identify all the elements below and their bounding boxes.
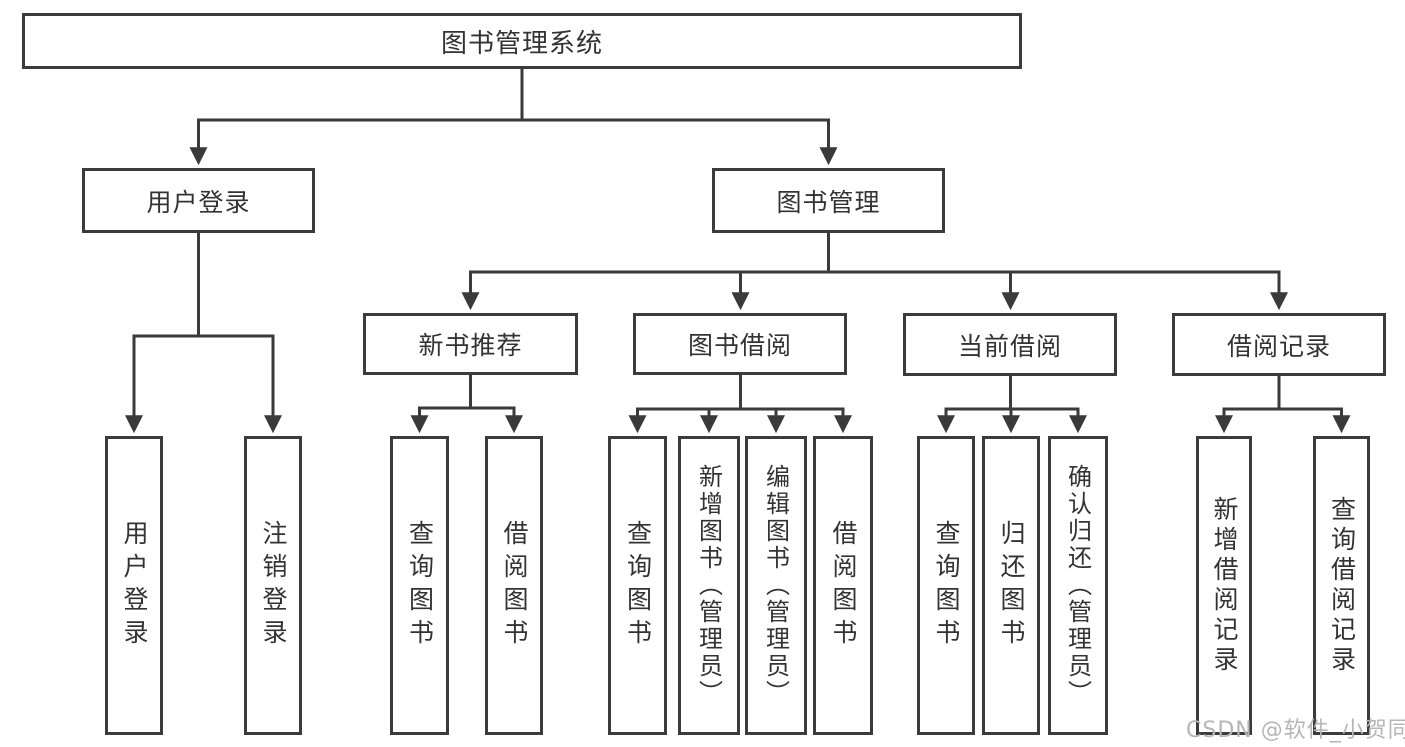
node-new-book-recommend: 新书推荐 xyxy=(363,313,578,375)
node-book-borrow: 图书借阅 xyxy=(633,313,847,375)
connector-new-books-split xyxy=(410,373,523,434)
node-book-management: 图书管理 xyxy=(712,168,945,233)
leaf-query-books-3: 查询图书 xyxy=(917,436,975,735)
leaf-add-borrow-record: 新增借阅记录 xyxy=(1196,436,1252,735)
connector-root-split xyxy=(189,67,838,166)
node-user-login: 用户登录 xyxy=(82,168,315,233)
leaf-borrow-books-2: 借阅图书 xyxy=(813,436,873,735)
node-borrow-records: 借阅记录 xyxy=(1172,313,1386,376)
connector-book-borrow-split xyxy=(628,373,852,434)
leaf-query-books-1: 查询图书 xyxy=(390,436,449,735)
watermark: CSDN @软件_小贺同学 xyxy=(1186,718,1405,743)
leaf-logout: 注销登录 xyxy=(244,436,302,735)
leaf-return-books: 归还图书 xyxy=(982,436,1040,735)
leaf-borrow-books-1: 借阅图书 xyxy=(485,436,543,735)
leaf-query-borrow-record: 查询借阅记录 xyxy=(1313,436,1370,735)
connector-borrow-records-split xyxy=(1215,374,1351,434)
leaf-query-books-2: 查询图书 xyxy=(608,436,667,735)
connector-book-mgmt-split xyxy=(461,231,1288,311)
connector-user-login-split xyxy=(125,231,282,434)
leaf-confirm-return-admin: 确认归还（管理员） xyxy=(1048,436,1108,735)
leaf-add-books-admin: 新增图书（管理员） xyxy=(678,436,740,735)
leaf-edit-books-admin: 编辑图书（管理员） xyxy=(745,436,807,735)
connector-current-borrow-split xyxy=(937,374,1087,434)
node-root: 图书管理系统 xyxy=(22,13,1022,69)
leaf-user-login: 用户登录 xyxy=(105,436,163,735)
node-current-borrow: 当前借阅 xyxy=(903,313,1117,376)
